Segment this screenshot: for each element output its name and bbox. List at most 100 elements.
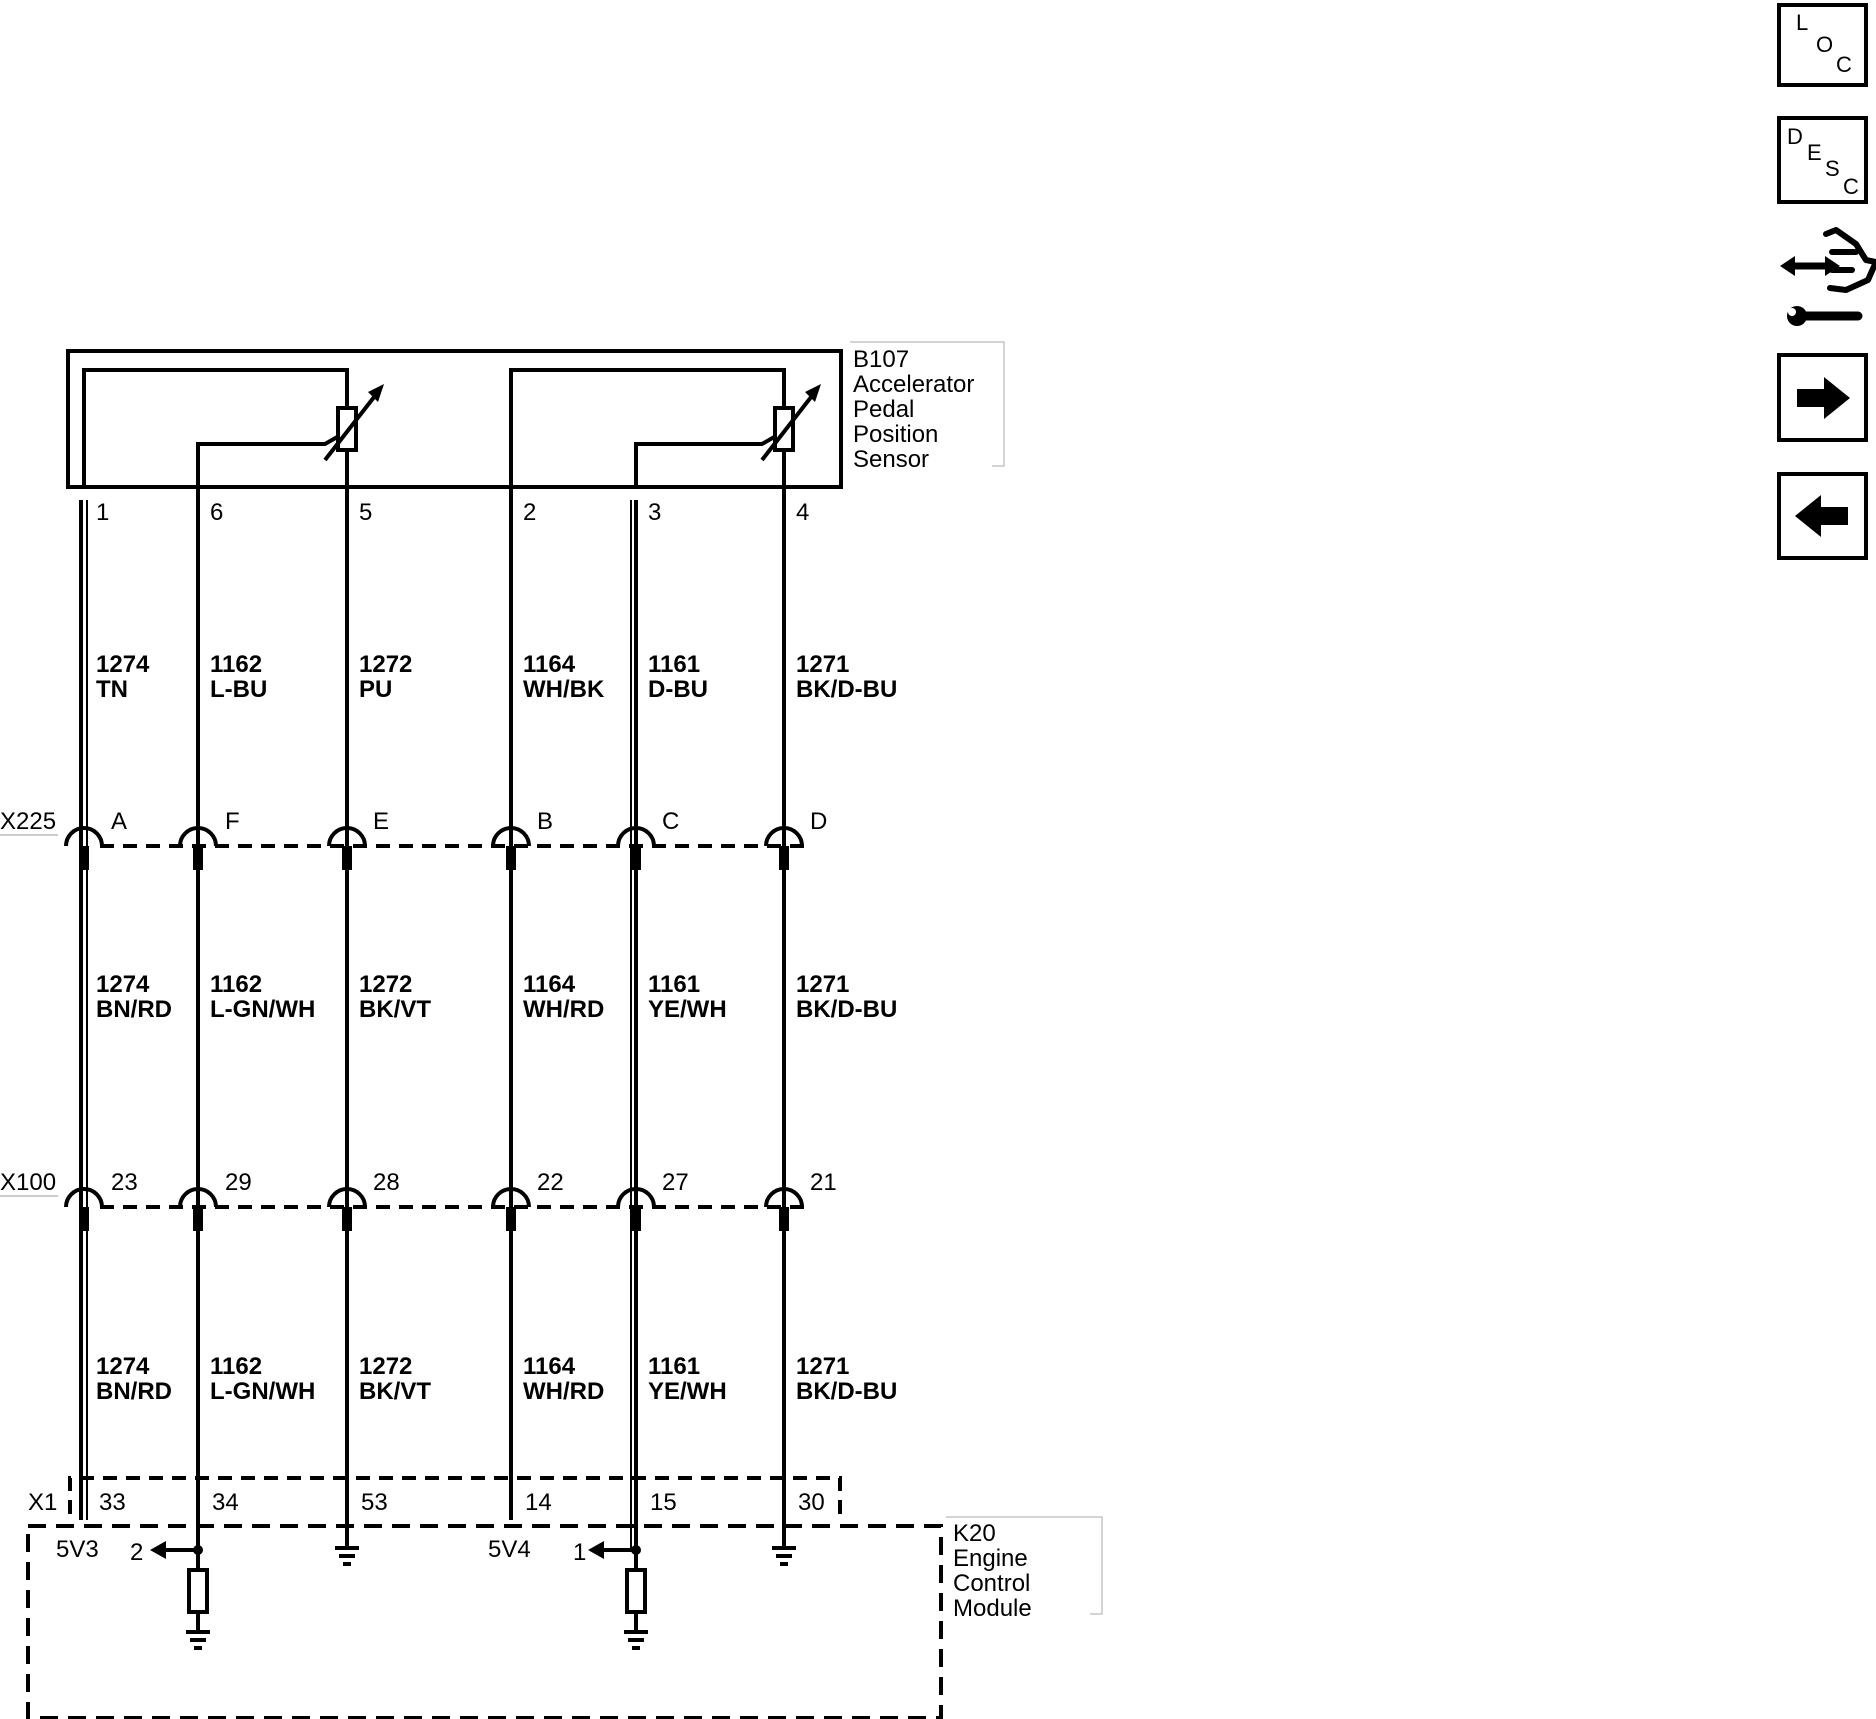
connector-pin-label: F xyxy=(225,808,240,835)
sensor-name-line: Pedal xyxy=(853,396,914,423)
sensor-pin-label: 5 xyxy=(359,499,372,526)
wire-color: L-GN/WH xyxy=(210,996,315,1023)
circuit-number: 1161 xyxy=(648,971,700,998)
description-letter: S xyxy=(1825,156,1840,181)
connector-x225: X225 A F E B C D xyxy=(0,808,827,870)
sensor-ref-trace-2 xyxy=(509,368,786,487)
connector-pin-label: 29 xyxy=(225,1169,252,1196)
circuit-number: 1162 xyxy=(210,1353,262,1380)
resistor-2-icon xyxy=(187,1568,209,1614)
circuit-number: 1164 xyxy=(523,651,576,678)
description-letter: E xyxy=(1807,140,1822,165)
signal-2-arrowhead xyxy=(150,1541,166,1559)
service-info-button[interactable] xyxy=(1780,227,1876,326)
wire-color: BN/RD xyxy=(96,996,172,1023)
wire-color: BK/D-BU xyxy=(796,1378,897,1405)
sensor-label-bracket xyxy=(850,341,1005,467)
ecm-housing xyxy=(26,1524,943,1719)
lower-wire-labels: 1274 BN/RD 1162 L-GN/WH 1272 BK/VT 1164 … xyxy=(96,1353,897,1405)
sensor-pin-label: 1 xyxy=(96,499,109,526)
connector-x1: X1 33 34 53 14 15 30 xyxy=(28,1476,842,1516)
connector-pin-label: 30 xyxy=(798,1489,825,1516)
sensor-pin-label: 2 xyxy=(523,499,536,526)
sensor-pin-label: 4 xyxy=(796,499,809,526)
circuit-number: 1271 xyxy=(796,651,849,678)
sensor-pin-label: 3 xyxy=(648,499,661,526)
sensor-housing xyxy=(66,349,843,489)
connector-pin-label: 22 xyxy=(537,1169,564,1196)
circuit-number: 1272 xyxy=(359,971,412,998)
connector-id: X1 xyxy=(28,1489,57,1516)
wire-color: BK/VT xyxy=(359,996,431,1023)
middle-wire-labels: 1274 BN/RD 1162 L-GN/WH 1272 BK/VT 1164 … xyxy=(96,971,897,1023)
circuit-number: 1161 xyxy=(648,651,700,678)
circuit-number: 1271 xyxy=(796,971,849,998)
wire-color: WH/RD xyxy=(523,996,604,1023)
wire-color: BK/VT xyxy=(359,1378,431,1405)
ecm-name-line: Module xyxy=(953,1595,1032,1622)
wire-color: D-BU xyxy=(648,676,708,703)
next-page-button[interactable] xyxy=(1777,353,1868,442)
potentiometer-2-arrow xyxy=(760,390,817,462)
potentiometer-1-arrow xyxy=(323,390,380,462)
ground-icon xyxy=(772,1546,796,1566)
sensor-ref-trace-1 xyxy=(82,368,349,487)
ecm-name-line: Engine xyxy=(953,1545,1028,1572)
upper-wire-labels: 1274 TN 1162 L-BU 1272 PU 1164 WH/BK 116… xyxy=(96,651,897,703)
connector-pin-label: 23 xyxy=(111,1169,138,1196)
connector-pin-label: B xyxy=(537,808,553,835)
description-button[interactable]: D E S C xyxy=(1777,116,1868,204)
sensor-name-line: Accelerator xyxy=(853,371,974,398)
wire-color: BK/D-BU xyxy=(796,996,897,1023)
wire-color: WH/BK xyxy=(523,676,605,703)
connector-pin-label: 33 xyxy=(99,1489,126,1516)
potentiometer-1-arrowhead xyxy=(368,384,384,402)
connector-x100: X100 23 29 28 22 27 21 xyxy=(0,1169,837,1231)
description-letter: C xyxy=(1843,174,1859,199)
wire-color: PU xyxy=(359,676,392,703)
circuit-number: 1272 xyxy=(359,651,412,678)
connector-terminal-pins xyxy=(79,846,789,870)
location-button-frame xyxy=(1777,3,1868,87)
connector-pin-label: 28 xyxy=(373,1169,400,1196)
wires xyxy=(79,487,786,1548)
connector-pin-label: C xyxy=(662,808,679,835)
connector-pin-label: 34 xyxy=(212,1489,239,1516)
connector-pin-label: E xyxy=(373,808,389,835)
ground-icon xyxy=(186,1630,210,1650)
circuit-number: 1271 xyxy=(796,1353,849,1380)
previous-page-button[interactable] xyxy=(1777,472,1868,560)
sensor-pin-label: 6 xyxy=(210,499,223,526)
connector-pin-label: 27 xyxy=(662,1169,689,1196)
signal-1-label: 1 xyxy=(573,1539,586,1566)
arrow-left-icon xyxy=(1795,495,1848,537)
location-button[interactable]: L O C xyxy=(1777,3,1868,87)
hand-wrench-icon xyxy=(1823,227,1876,293)
connector-terminal-pins xyxy=(79,1207,789,1231)
location-letter: L xyxy=(1796,10,1808,35)
connector-pin-label: 15 xyxy=(650,1489,677,1516)
wire-color: YE/WH xyxy=(648,1378,727,1405)
circuit-number: 1274 xyxy=(96,971,150,998)
connector-pin-label: D xyxy=(810,808,827,835)
wrench-icon xyxy=(1787,306,1863,326)
wire-color: TN xyxy=(96,676,128,703)
ecm-id: K20 xyxy=(953,1520,996,1547)
sensor-name-line: Sensor xyxy=(853,446,929,473)
connector-pin-label: A xyxy=(111,808,127,835)
sensor-wiper-trace-2 xyxy=(634,434,777,487)
location-letter: O xyxy=(1816,32,1833,57)
signal-2-label: 2 xyxy=(130,1539,143,1566)
wire-color: BK/D-BU xyxy=(796,676,897,703)
circuit-number: 1272 xyxy=(359,1353,412,1380)
connector-pin-label: 14 xyxy=(525,1489,552,1516)
circuit-number: 1274 xyxy=(96,1353,150,1380)
connector-pin-label: 53 xyxy=(361,1489,388,1516)
location-letter: C xyxy=(1836,52,1852,77)
ecm-label-bracket xyxy=(946,1516,1103,1615)
connector-id: X100 xyxy=(0,1169,56,1196)
circuit-number: 1164 xyxy=(523,1353,576,1380)
description-button-frame xyxy=(1777,116,1868,204)
ecm-name-line: Control xyxy=(953,1570,1030,1597)
